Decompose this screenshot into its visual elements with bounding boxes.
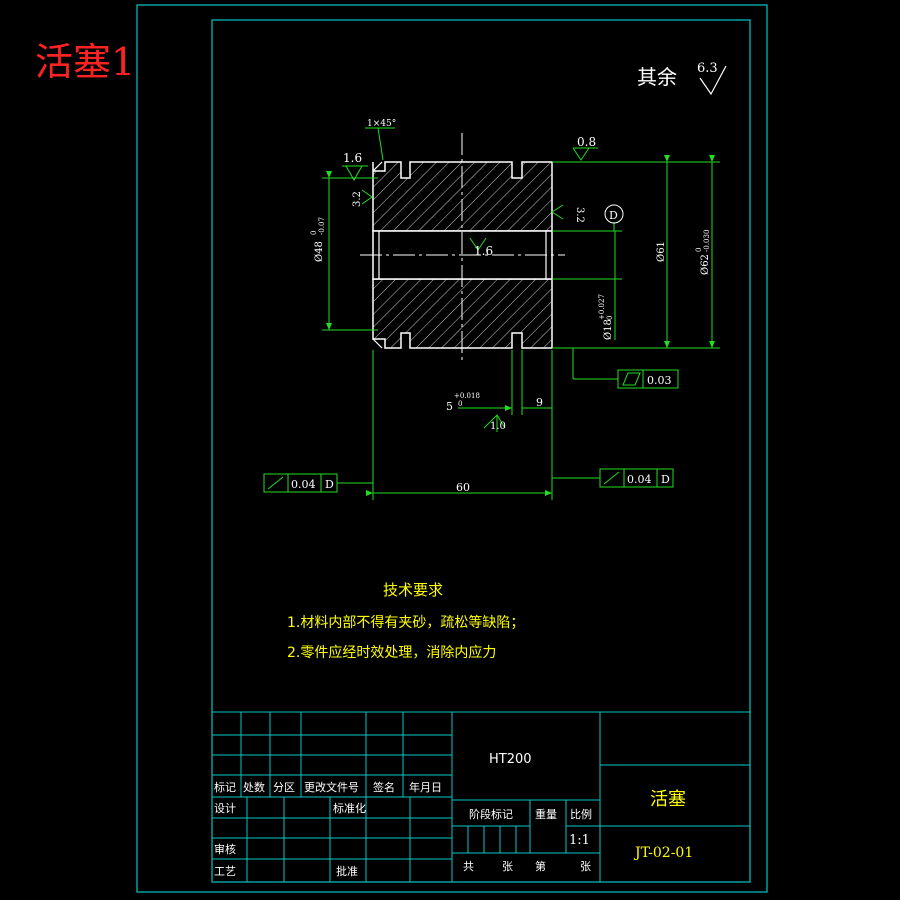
dim-groove-5-tol-upper: +0.018 bbox=[454, 392, 480, 400]
roughness-3-2-right: 3.2 bbox=[574, 207, 585, 223]
dim-dia-62-tol-upper: 0 bbox=[695, 248, 703, 252]
hdr-zone: 分区 bbox=[273, 781, 295, 794]
hdr-change-doc: 更改文件号 bbox=[304, 780, 359, 794]
dim-dia-18: Ø18 bbox=[603, 319, 614, 340]
tol-frame-right-cyl-value: 0.03 bbox=[647, 374, 672, 387]
roughness-1-6-bore: 1.6 bbox=[474, 244, 493, 258]
dim-9: 9 bbox=[536, 396, 543, 409]
hdr-sign: 签名 bbox=[373, 780, 395, 794]
dimension-lines bbox=[322, 127, 720, 500]
dim-dia-48-tol-lower: -0.07 bbox=[318, 217, 326, 235]
material-label: HT200 bbox=[489, 752, 532, 767]
part-name: 活塞 bbox=[650, 789, 686, 810]
review-label: 审核 bbox=[214, 842, 236, 856]
hdr-count: 处数 bbox=[243, 781, 265, 794]
dim-dia-48-tol-upper: 0 bbox=[310, 231, 318, 235]
dim-groove-5: 5 bbox=[446, 400, 453, 413]
roughness-symbols bbox=[345, 147, 590, 429]
dim-dia-62-group: Ø62 0 -0.030 bbox=[695, 230, 711, 275]
hdr-mark: 标记 bbox=[214, 780, 236, 794]
dim-dia-18-tol-upper: +0.027 bbox=[598, 294, 606, 320]
drawing-frame bbox=[136, 4, 768, 893]
process-label: 工艺 bbox=[214, 865, 236, 878]
tol-frame-right-value: 0.04 bbox=[627, 473, 652, 486]
roughness-3-2-left: 3.2 bbox=[352, 191, 363, 207]
dim-dia-18-group: Ø18 +0.027 0 bbox=[598, 294, 614, 340]
roughness-0-8: 0.8 bbox=[577, 135, 596, 149]
title-block-grid bbox=[212, 711, 750, 882]
general-roughness-symbol bbox=[699, 65, 727, 96]
tol-frame-left-datum: D bbox=[325, 478, 334, 491]
tolerance-frame-graphics bbox=[263, 369, 679, 493]
roughness-1-0-groove: 1.0 bbox=[490, 421, 506, 432]
dim-dia-61: Ø61 bbox=[656, 241, 667, 262]
dim-dia-48: Ø48 bbox=[314, 241, 325, 262]
tol-frame-left-value: 0.04 bbox=[291, 478, 316, 491]
approve-label: 批准 bbox=[336, 864, 358, 878]
hdr-date: 年月日 bbox=[409, 780, 442, 794]
design-label: 设计 bbox=[214, 802, 236, 815]
tol-frame-right-datum: D bbox=[661, 473, 670, 486]
corner-title: 活塞1 bbox=[35, 40, 135, 84]
dim-dia-48-group: Ø48 0 -0.07 bbox=[310, 217, 326, 262]
sheet-no-label: 第 bbox=[535, 859, 546, 873]
piston-section bbox=[360, 133, 565, 362]
dim-60: 60 bbox=[456, 481, 470, 494]
scale-value: 1:1 bbox=[569, 833, 590, 848]
sheet-unit-label: 张 bbox=[580, 860, 591, 873]
dim-groove-5-tol-lower: 0 bbox=[458, 400, 462, 408]
sheets-label: 张 bbox=[502, 860, 513, 873]
total-label: 共 bbox=[463, 860, 474, 873]
tech-req-item-2: 2.零件应经时效处理，消除内应力 bbox=[287, 644, 496, 661]
datum-d-circle bbox=[604, 204, 624, 224]
dim-dia-18-tol-lower: 0 bbox=[606, 316, 614, 320]
standardize-label: 标准化 bbox=[333, 801, 366, 815]
tech-req-item-1: 1.材料内部不得有夹砂，疏松等缺陷； bbox=[287, 614, 524, 631]
roughness-1-6-top: 1.6 bbox=[343, 151, 362, 165]
datum-d-label: D bbox=[609, 209, 618, 222]
ratio-label: 比例 bbox=[570, 807, 592, 821]
roughness-note-value: 6.3 bbox=[697, 61, 718, 76]
drawing-number: JT-02-01 bbox=[633, 845, 693, 861]
stage-mark-label: 阶段标记 bbox=[469, 807, 513, 821]
tech-req-heading: 技术要求 bbox=[383, 581, 443, 599]
chamfer-label: 1×45° bbox=[367, 119, 396, 129]
weight-label: 重量 bbox=[535, 807, 557, 821]
dim-dia-62-tol-lower: -0.030 bbox=[703, 230, 711, 252]
roughness-note-label: 其余 bbox=[637, 65, 677, 89]
dim-dia-62: Ø62 bbox=[700, 254, 711, 275]
